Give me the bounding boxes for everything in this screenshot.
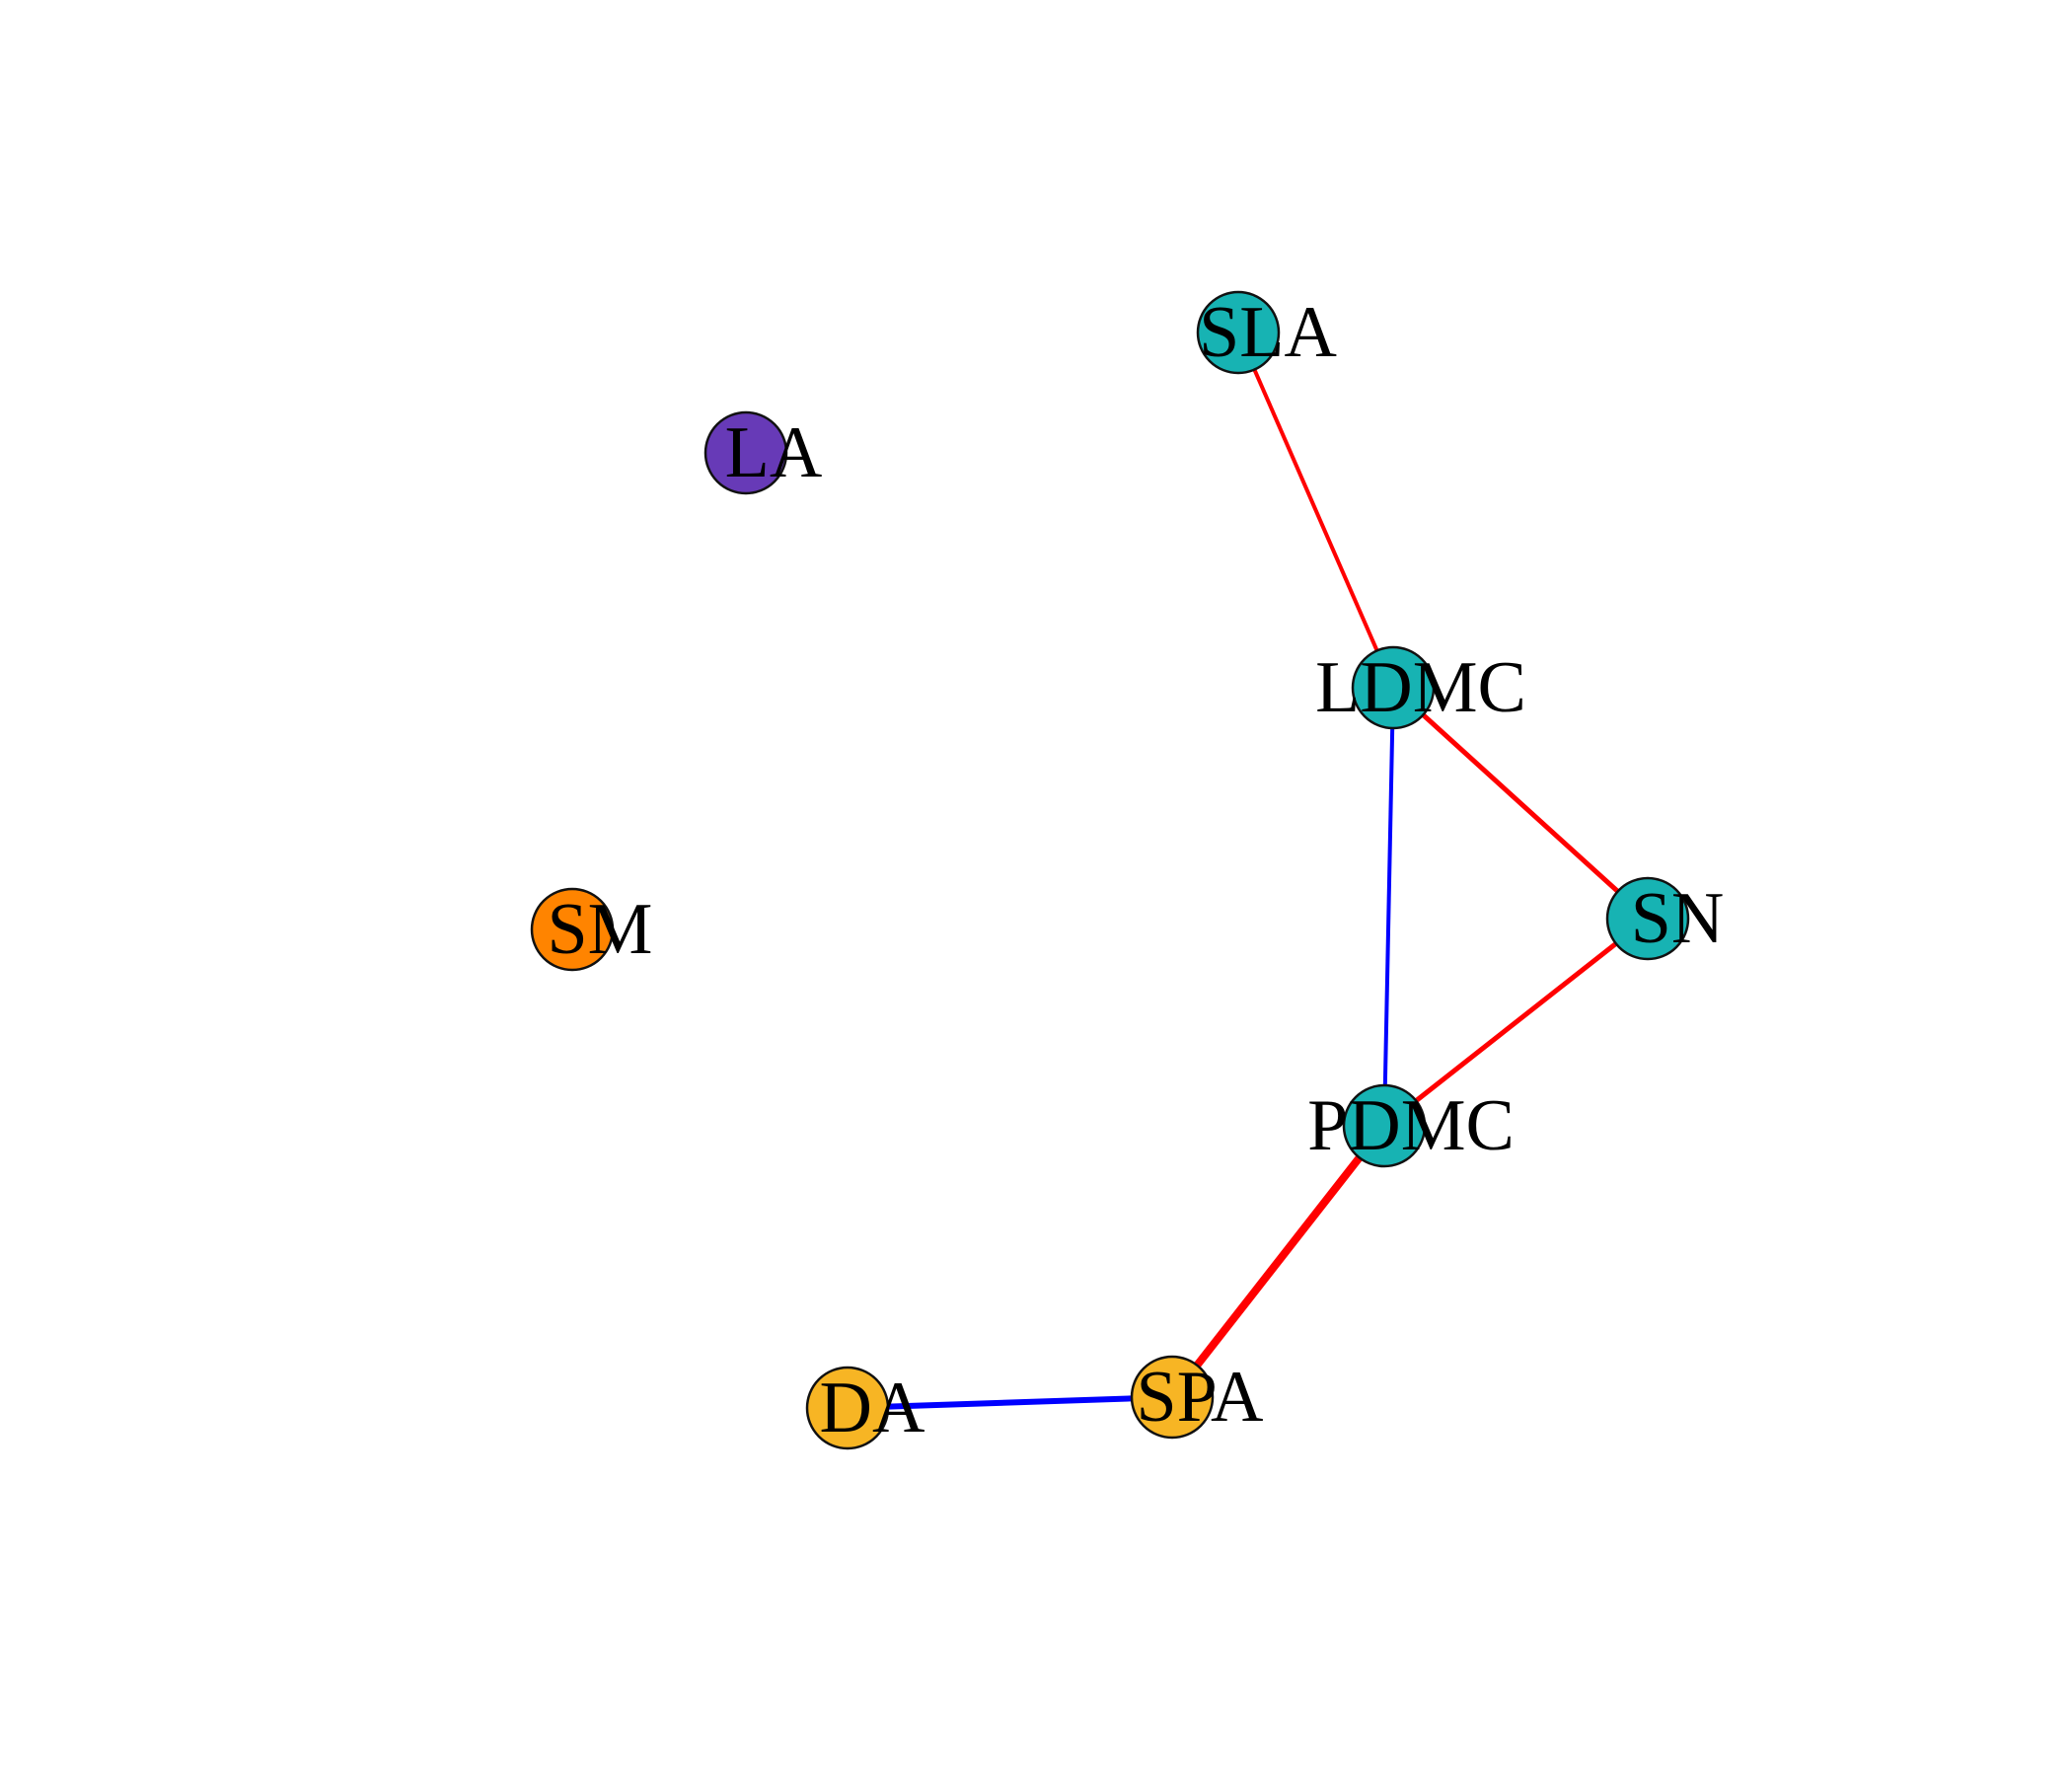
edge-ldmc-pdmc xyxy=(1382,687,1395,1127)
node-label-sla: SLA xyxy=(1199,292,1337,373)
node-label-la: LA xyxy=(725,412,823,493)
node-label-da: DA xyxy=(820,1368,925,1448)
edge-pdmc-spa xyxy=(1168,1123,1388,1400)
nodes-layer xyxy=(530,290,1690,1450)
node-spa xyxy=(1130,1355,1215,1440)
node-sm xyxy=(530,887,615,972)
node-label-spa: SPA xyxy=(1137,1357,1264,1438)
node-label-sn: SN xyxy=(1631,878,1725,959)
node-pdmc xyxy=(1342,1083,1427,1168)
node-label-pdmc: PDMC xyxy=(1307,1085,1515,1166)
labels-layer: SLA LA LDMC SM SN PDMC DA SPA xyxy=(548,292,1725,1448)
node-sn xyxy=(1605,876,1690,961)
node-ldmc xyxy=(1351,645,1436,730)
edges-layer xyxy=(847,332,1650,1411)
edge-sn-pdmc xyxy=(1382,917,1650,1128)
node-label-sm: SM xyxy=(548,889,653,970)
node-da xyxy=(805,1366,890,1450)
node-label-ldmc: LDMC xyxy=(1315,647,1526,728)
edge-ldmc-sn xyxy=(1391,686,1650,921)
edge-sla-ldmc xyxy=(1236,332,1395,689)
node-sla xyxy=(1196,290,1281,375)
node-la xyxy=(703,410,788,495)
edge-da-spa xyxy=(847,1394,1173,1411)
